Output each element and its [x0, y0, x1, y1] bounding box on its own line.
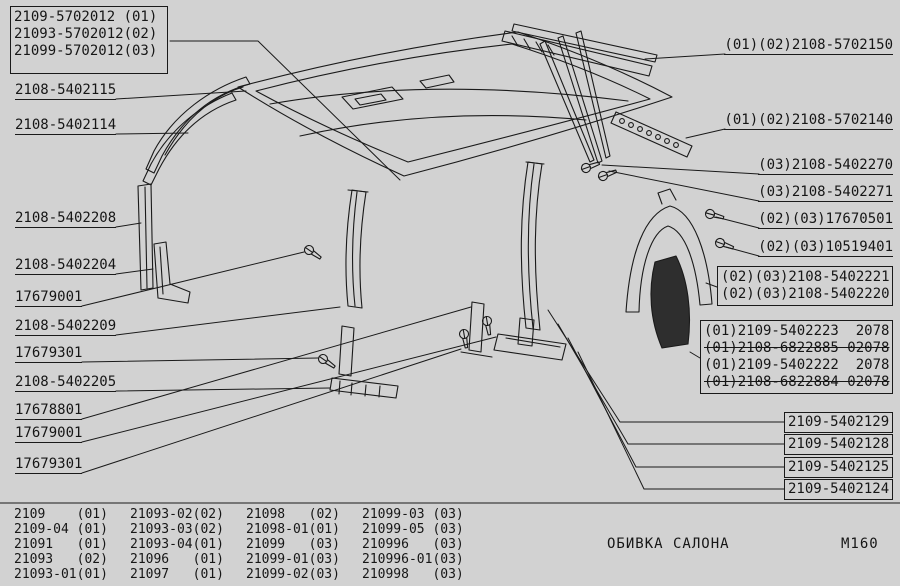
b-pillar-lower-left-drawing [329, 325, 399, 399]
part-label: (01)2109-5402222 2078 [704, 357, 890, 373]
b-pillar-base-right-drawing [493, 317, 567, 361]
part-group-box: 2109-5402128 [784, 434, 893, 455]
footer-cell: 2109-04 (01) [14, 522, 108, 537]
footer-cell: 21098 (02) [246, 507, 340, 522]
center-pillar-strip-drawing [460, 301, 493, 358]
footer-cell: 210998 (03) [362, 567, 464, 582]
page-code: M160 [841, 536, 879, 552]
screw-icon [713, 236, 736, 253]
part-label: 2108-5402209 [15, 318, 117, 336]
footer-cell: 21099-01(03) [246, 552, 340, 567]
footer-cell: 21099-05 (03) [362, 522, 464, 537]
footer-cell: 21093 (02) [14, 552, 108, 567]
part-label: 2109-5402128 [788, 436, 890, 452]
wheel-arch-trim-drawing [625, 188, 713, 313]
part-group-box-arch-trim: (02)(03)2108-5402221 (02)(03)2108-540222… [717, 266, 893, 306]
part-label: 2109-5702012 (01) [14, 9, 158, 25]
part-label: (01)(02)2108-5702140 [724, 112, 893, 130]
leader-lines [81, 40, 785, 490]
footer-cell: 21098-01(01) [246, 522, 340, 537]
part-label: (03)2108-5402271 [758, 184, 893, 202]
part-label: 17679301 [15, 345, 83, 363]
part-label: (01)2109-5402223 2078 [704, 323, 890, 339]
a-pillar-trim-drawing [142, 76, 251, 186]
wheel-arch-inner-panel-drawing [650, 255, 690, 349]
part-label: (02)(03)17670501 [758, 211, 893, 229]
footer-row: 21091 (01) 21093-04(01) 21099 (03) 21099… [14, 537, 478, 552]
b-pillar-trim-left-drawing [345, 189, 369, 309]
footer-cell: 210996 (03) [362, 537, 464, 552]
rear-header-moulding-drawing [610, 111, 693, 158]
part-label: 17679001 [15, 425, 83, 443]
footer-cell: 21093-04(01) [130, 537, 224, 552]
part-group-box: 2109-5402125 [784, 457, 893, 478]
footer-cell: 21096 (01) [130, 552, 224, 567]
part-label: 2108-5402204 [15, 257, 117, 275]
footer-cell: 21099-03 (03) [362, 507, 464, 522]
screw-icon [703, 207, 726, 223]
footer-cell: 210996-01(03) [362, 552, 464, 567]
part-label: (02)(03)2108-5402220 [721, 286, 890, 302]
part-group-box: 2109-5402129 [784, 412, 893, 433]
screw-icon [302, 243, 324, 263]
screw-icon [316, 352, 338, 372]
part-label: 21093-5702012(02) [14, 26, 158, 42]
part-group-box: 2109-5402124 [784, 479, 893, 500]
front-pillar-strip-drawing [137, 183, 154, 291]
roof-headliner-drawing [237, 31, 673, 177]
sill-bracket-drawing [153, 241, 191, 304]
part-label-superseded: (01)2108-6822884 02078 [704, 374, 890, 390]
footer-cell: 21093-02(02) [130, 507, 224, 522]
footer-cell: 21093-03(02) [130, 522, 224, 537]
part-label: 21099-5702012(03) [14, 43, 158, 59]
door-opening-moulding-drawing [539, 30, 611, 164]
footer-cell: 21093-01(01) [14, 567, 108, 582]
screw-icon [481, 315, 495, 337]
catalog-caption: ОБИВКА САЛОНА [607, 536, 730, 552]
footer-cell: 21099 (03) [246, 537, 340, 552]
part-label: 2108-5402208 [15, 210, 117, 228]
part-label: 17679301 [15, 456, 83, 474]
footer-row: 21093 (02) 21096 (01) 21099-01(03) 21099… [14, 552, 478, 567]
footer-row: 21093-01(01) 21097 (01) 21099-02(03) 210… [14, 567, 478, 582]
part-label-superseded: (01)2108-6822885 02078 [704, 340, 890, 356]
b-pillar-trim-right-drawing [520, 161, 545, 331]
part-label: (02)(03)2108-5402221 [721, 269, 890, 285]
part-label: 2109-5402124 [788, 481, 890, 497]
footer-cell: 2109 (01) [14, 507, 108, 522]
footer-cell: 21097 (01) [130, 567, 224, 582]
part-label: (03)2108-5402270 [758, 157, 893, 175]
part-group-box-arch-panel: (01)2109-5402223 2078 (01)2108-6822885 0… [700, 320, 893, 394]
footer-row: 2109 (01) 21093-02(02) 21098 (02) 21099-… [14, 507, 478, 522]
part-label: 2109-5402125 [788, 459, 890, 475]
part-label: 17679001 [15, 289, 83, 307]
part-label: 2108-5402205 [15, 374, 117, 392]
footer-row: 2109-04 (01) 21093-03(02) 21098-01(01) 2… [14, 522, 478, 537]
part-label: 2108-5402115 [15, 82, 117, 100]
footer-cell: 21091 (01) [14, 537, 108, 552]
front-header-moulding-drawing [501, 23, 658, 77]
part-group-box-headliner: 2109-5702012 (01) 21093-5702012(02) 2109… [10, 6, 168, 74]
part-label: 17678801 [15, 402, 83, 420]
part-label: 2108-5402114 [15, 117, 117, 135]
screw-icon [596, 166, 619, 183]
part-label: (01)(02)2108-5702150 [724, 37, 893, 55]
footer-cell: 21099-02(03) [246, 567, 340, 582]
part-label: (02)(03)10519401 [758, 239, 893, 257]
part-label: 2109-5402129 [788, 414, 890, 430]
